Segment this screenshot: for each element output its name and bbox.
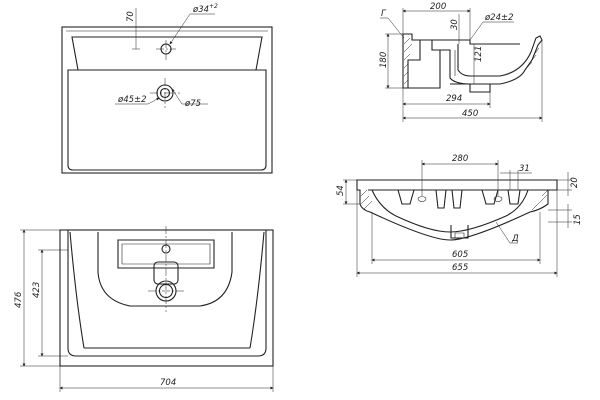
dim-20: 20 (570, 177, 580, 188)
dim-476: 476 (14, 291, 24, 308)
dim-180: 180 (379, 52, 389, 68)
dim-70: 70 (126, 11, 136, 22)
side-view: Г 200 30 ø24±2 121 180 294 450 (379, 2, 543, 122)
dim-423: 423 (32, 282, 42, 298)
dim-54: 54 (336, 185, 346, 196)
label-g: Г (381, 9, 387, 19)
dim-605: 605 (452, 250, 468, 260)
dim-15: 15 (573, 214, 583, 225)
dim-294: 294 (446, 94, 462, 104)
dim-704: 704 (160, 378, 176, 388)
dim-30: 30 (450, 19, 460, 30)
dim-24: ø24±2 (484, 13, 514, 23)
dim-31: 31 (519, 164, 530, 174)
dim-hole-34-tolerance: +2 (209, 3, 218, 10)
dim-450: 450 (462, 109, 478, 119)
dim-200: 200 (430, 2, 446, 12)
dim-drain-75: ø75 (184, 99, 201, 109)
bottom-view: 476 423 704 (14, 226, 274, 392)
dim-hole-34: ø34 (192, 5, 209, 15)
top-view: 70 ø34 +2 ø45±2 ø75 (61, 3, 273, 174)
dim-655: 655 (452, 263, 468, 273)
dim-121: 121 (474, 46, 484, 62)
label-d: Д (511, 234, 519, 244)
dim-drain-45: ø45±2 (117, 95, 147, 105)
dim-280: 280 (452, 154, 468, 164)
front-section: 280 31 20 54 15 Д 605 655 (336, 154, 583, 277)
